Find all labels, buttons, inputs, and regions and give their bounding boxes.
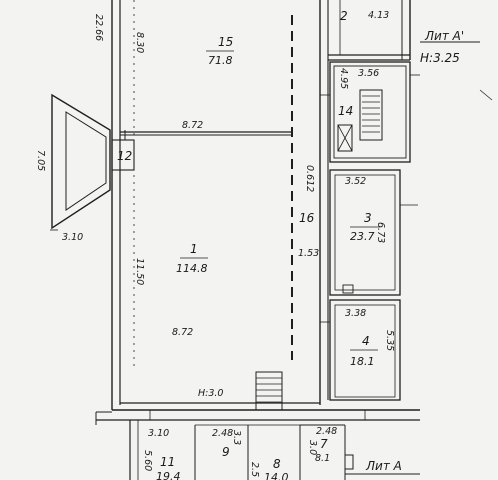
dim-top-left: 8.30: [134, 32, 145, 53]
room-7-number: 7: [320, 437, 328, 451]
dim-lower-mid: 8.72: [172, 327, 193, 338]
room-7-area: 8.1: [315, 453, 330, 464]
door-marks: [124, 74, 420, 420]
stair-block: [329, 61, 411, 163]
dim-porch-side: 7.05: [35, 150, 46, 171]
room-4-area: 18.1: [350, 355, 375, 368]
dim-bottom-248b: 2.48: [316, 426, 337, 437]
room-2-number: 2: [340, 9, 348, 23]
leader-lines: [345, 41, 493, 475]
room-3-area: 23.7: [350, 230, 375, 243]
room-16-area: 1.53: [298, 248, 319, 259]
dim-left-outer: 22.66: [93, 14, 104, 41]
divider-15-1: [120, 131, 292, 136]
height-top-label: Н:3.25: [420, 51, 460, 65]
dim-small-30: 3.0: [307, 440, 318, 455]
dim-room4-side: 5.35: [384, 330, 395, 351]
dim-stair-left: 4.95: [338, 68, 349, 89]
dim-divider: 8.72: [182, 120, 203, 131]
room-4-number: 4: [362, 334, 370, 348]
dim-mid-left: 11.50: [134, 258, 145, 285]
room-3-number: 3: [364, 211, 372, 225]
right-core-walls: [319, 0, 411, 405]
room-8-area: 14.0: [264, 471, 289, 480]
room-12-number: 12: [117, 149, 132, 163]
height-bottom-label: Н:3.0: [198, 388, 223, 399]
bottom-stairs: [255, 371, 283, 411]
room-16-number: 16: [299, 211, 315, 225]
dim-bottom-248a: 2.48: [212, 428, 233, 439]
rooms-3-4-walls: [329, 169, 401, 401]
room-14-number: 14: [338, 104, 353, 118]
dim-room4-top: 3.38: [345, 308, 366, 319]
lit-bottom-label: Лит А: [365, 459, 402, 473]
room-1-area: 114.8: [176, 262, 208, 275]
lit-top-label: Лит А': [424, 29, 464, 43]
porch-12: [50, 93, 135, 231]
dim-room3-top: 3.52: [345, 176, 366, 187]
dim-stair-top: 3.56: [358, 68, 379, 79]
room-1-number: 1: [190, 242, 198, 256]
dim-porch-bottom: 3.10: [62, 232, 83, 243]
dim-bottom-310: 3.10: [148, 428, 169, 439]
room-11-number: 11: [160, 455, 175, 469]
room-9-number: 9: [222, 445, 230, 459]
room-11-area: 19.4: [156, 470, 181, 480]
room-2-area: 4.13: [368, 10, 389, 21]
room-8-number: 8: [273, 457, 281, 471]
dim-small-560: 5.60: [142, 450, 153, 471]
room-15-number: 15: [218, 35, 233, 49]
dim-corr: 0.612: [304, 165, 315, 192]
dim-room3-side: 6.73: [375, 222, 386, 243]
dim-small-33: 3.3: [231, 430, 242, 445]
dim-small-25: 2.5: [249, 462, 260, 477]
room-15-area: 71.8: [208, 54, 233, 67]
